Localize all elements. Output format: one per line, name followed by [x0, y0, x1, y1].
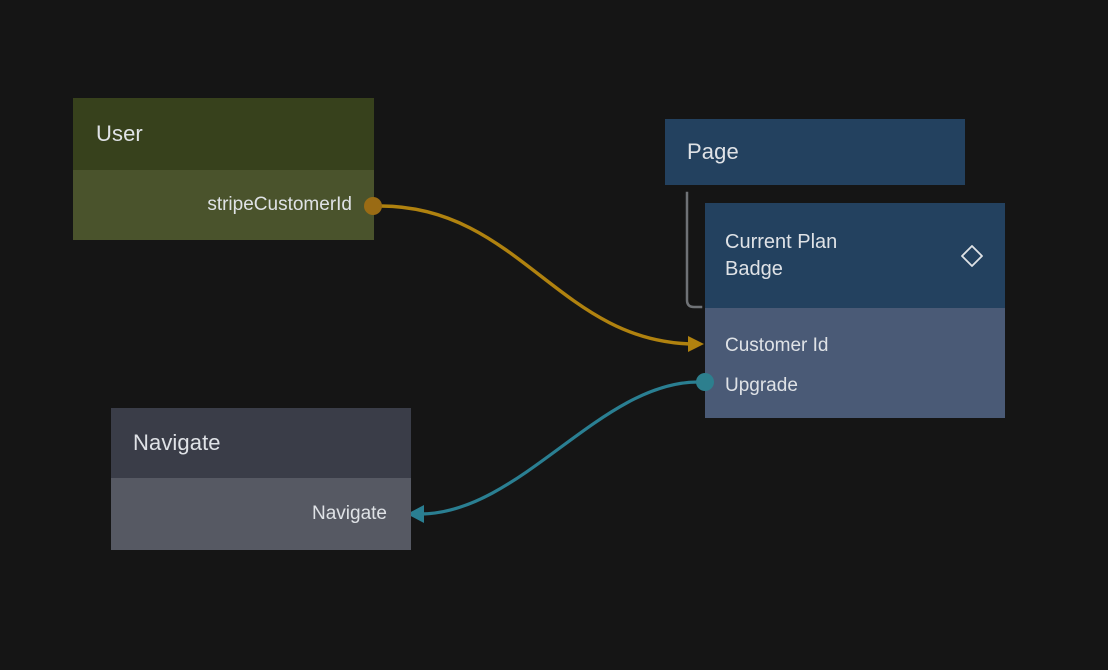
port-stripe-customer-id[interactable]: stripeCustomerId [73, 193, 352, 217]
node-current-plan-badge-header[interactable]: Current Plan Badge [705, 203, 1005, 308]
port-stripe-customer-id-label: stripeCustomerId [207, 194, 352, 215]
edge-upgrade-to-navigate [418, 380, 700, 516]
node-page-header[interactable]: Page [665, 119, 965, 185]
node-current-plan-badge-body: Customer Id Upgrade [705, 308, 1005, 418]
port-dot-stripe-customer-id[interactable] [364, 197, 382, 215]
node-navigate-header[interactable]: Navigate [111, 408, 411, 478]
node-page[interactable]: Page [665, 119, 965, 185]
port-customer-id[interactable]: Customer Id [725, 326, 1005, 366]
node-current-plan-badge[interactable]: Current Plan Badge Customer Id Upgrade [705, 203, 1005, 418]
node-navigate[interactable]: Navigate Navigate [111, 408, 411, 550]
port-navigate[interactable]: Navigate [111, 502, 387, 526]
port-dot-upgrade[interactable] [696, 373, 714, 391]
node-user-header[interactable]: User [73, 98, 374, 170]
port-upgrade[interactable]: Upgrade [725, 366, 1005, 406]
node-navigate-title: Navigate [133, 430, 221, 455]
port-upgrade-label: Upgrade [725, 375, 798, 396]
node-user-title: User [96, 121, 143, 146]
node-user-body: stripeCustomerId [73, 170, 374, 240]
node-current-plan-badge-title: Current Plan Badge [725, 230, 838, 280]
port-customer-id-label: Customer Id [725, 335, 829, 356]
node-user[interactable]: User stripeCustomerId [73, 98, 374, 240]
diamond-icon [961, 244, 983, 267]
node-navigate-body: Navigate [111, 478, 411, 550]
edge-stripecustomerid-to-customerid [378, 204, 698, 346]
edge-page-to-badge-bracket [685, 191, 703, 309]
node-page-title: Page [687, 139, 739, 164]
edge-arrowhead-customerid [688, 336, 704, 352]
port-navigate-label: Navigate [312, 503, 387, 524]
